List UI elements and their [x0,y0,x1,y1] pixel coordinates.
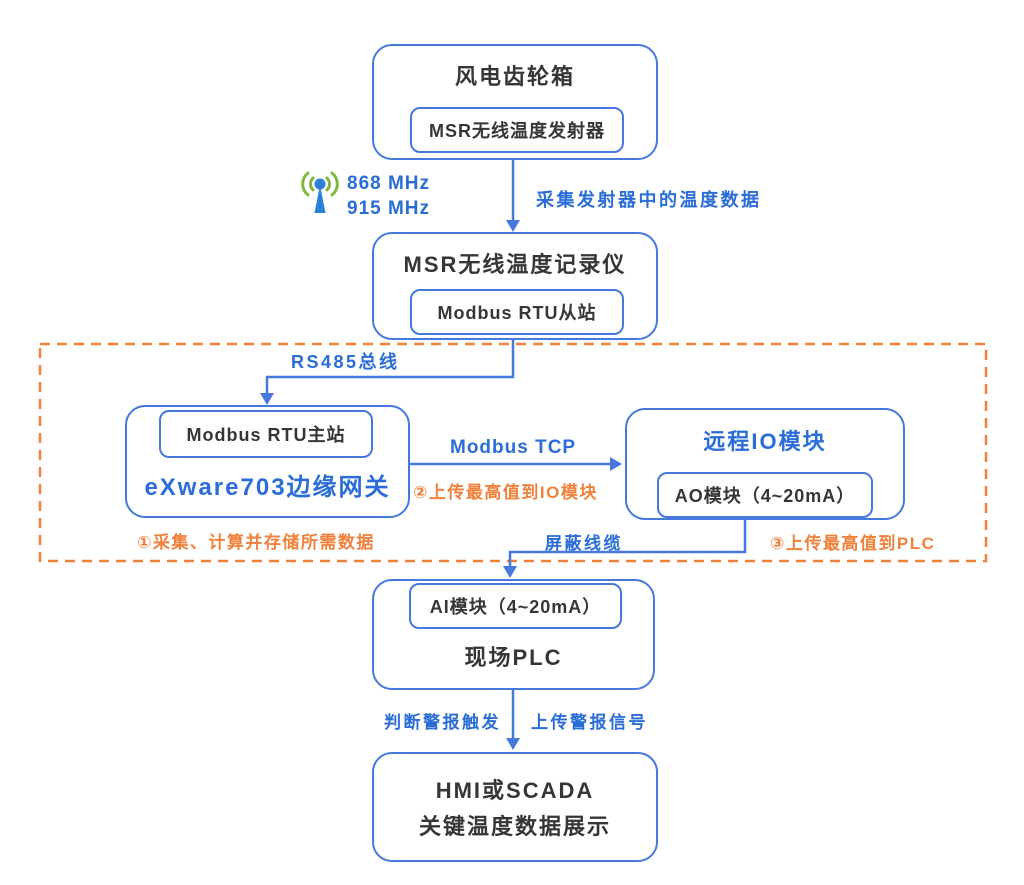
gateway-note-1: ①采集、计算并存储所需数据 [137,533,375,552]
connector-recorder-to-gateway [265,340,515,394]
node-gearbox-title: 风电齿轮箱 [454,64,575,89]
arrowhead-gearbox-to-recorder [506,220,520,232]
node-gateway: Modbus RTU主站 eXware703边缘网关 [125,405,410,518]
connector-remote-io-to-plc [508,520,747,567]
node-hmi-title-line1: HMI或SCADA [435,778,595,803]
arrowhead-plc-to-hmi [506,738,520,750]
node-hmi: HMI或SCADA 关键温度数据展示 [372,752,658,862]
node-recorder-title: MSR无线温度记录仪 [403,252,627,277]
node-plc: AI模块（4~20mA） 现场PLC [372,579,655,690]
shielded-cable-label: 屏蔽线缆 [545,534,623,553]
node-gateway-module-chip: Modbus RTU主站 [159,410,373,458]
arrowhead-remote-io-to-plc [503,566,517,578]
node-remote-io-title: 远程IO模块 [703,429,827,454]
antenna-icon [301,171,339,213]
arrowhead-gateway-to-remote-io [610,457,622,471]
node-recorder: MSR无线温度记录仪 Modbus RTU从站 [372,232,658,340]
node-gearbox: 风电齿轮箱 MSR无线温度发射器 [372,44,658,160]
frequency-868: 868 MHz [347,173,431,194]
rs485-bus-label: RS485总线 [291,352,400,372]
node-remote-io-module-chip: AO模块（4~20mA） [657,472,873,518]
edge-zone-dashed-border [38,342,988,563]
frequency-915: 915 MHz [347,197,431,219]
wireless-link-label: 采集发射器中的温度数据 [536,190,762,210]
node-plc-module-chip: AI模块（4~20mA） [409,583,622,629]
node-hmi-title: HMI或SCADA 关键温度数据展示 [374,754,656,860]
alarm-judge-label: 判断警报触发 [384,713,501,732]
node-gateway-title: eXware703边缘网关 [144,474,391,501]
node-gearbox-module-chip: MSR无线温度发射器 [410,107,624,153]
modbus-tcp-note-2: ②上传最高值到IO模块 [413,483,598,502]
alarm-upload-label: 上传警报信号 [531,713,648,732]
modbus-tcp-label: Modbus TCP [450,437,577,458]
node-hmi-title-line2: 关键温度数据展示 [418,814,611,839]
node-recorder-module-chip: Modbus RTU从站 [410,289,624,335]
wireless-frequencies-label: 868 MHz 915 MHz [347,172,430,221]
shielded-cable-note-3: ③上传最高值到PLC [770,534,936,553]
node-plc-title: 现场PLC [464,645,563,670]
arrowhead-recorder-to-gateway [260,393,274,405]
node-remote-io: 远程IO模块 AO模块（4~20mA） [625,408,905,520]
